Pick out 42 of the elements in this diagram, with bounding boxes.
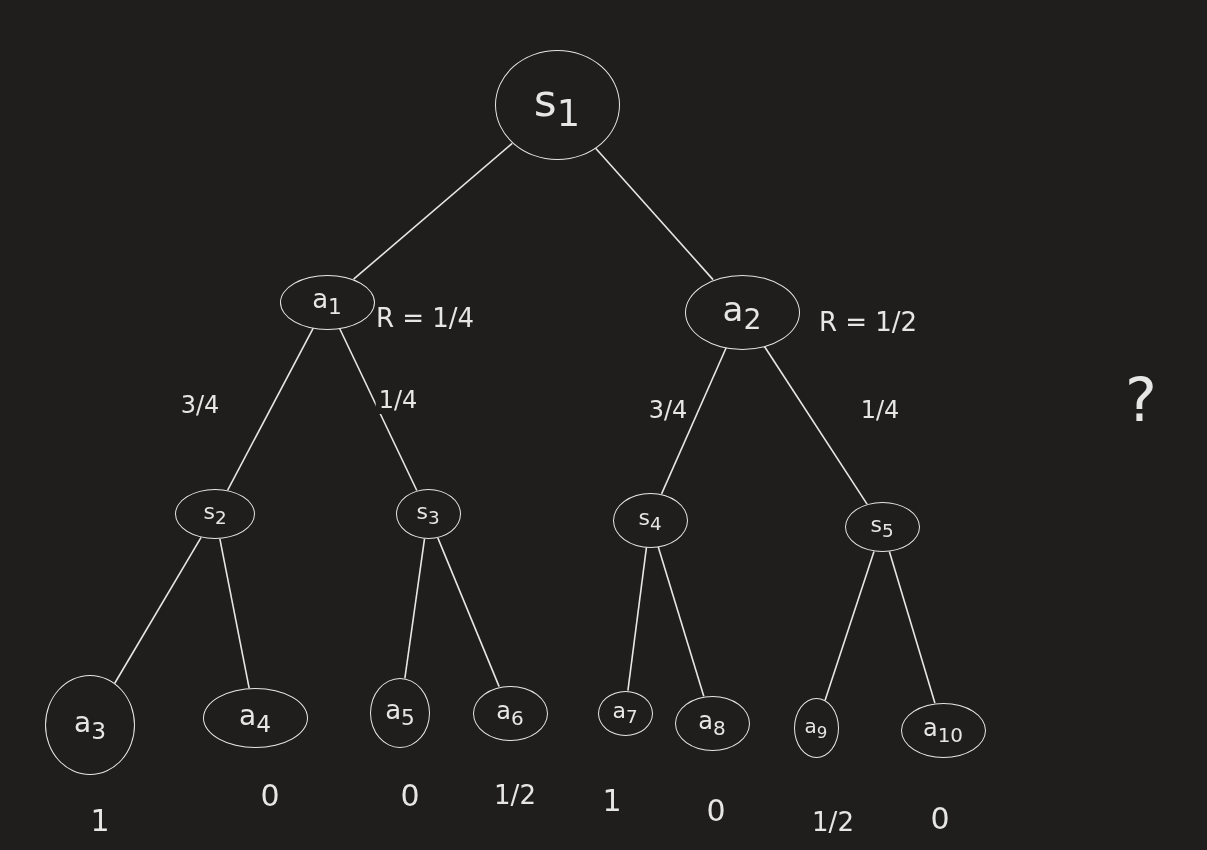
node-label: s$_{5}$ xyxy=(870,512,894,542)
reward-label: R = 1/2 xyxy=(818,307,918,337)
question-mark: ? xyxy=(1125,365,1157,435)
node-label: a$_{4}$ xyxy=(239,698,271,738)
connector-line xyxy=(888,550,936,704)
node-label: s$_{3}$ xyxy=(416,499,440,529)
value-label: 0 xyxy=(260,777,280,813)
value-label: 1 xyxy=(90,802,110,838)
node-label: s$_{4}$ xyxy=(638,505,662,535)
connector-line xyxy=(404,538,426,680)
value-label: 1/2 xyxy=(812,807,854,837)
node-label: a$_{9}$ xyxy=(804,714,828,742)
connector-line xyxy=(113,536,202,685)
reward-label: R = 1/4 xyxy=(375,303,475,333)
node-label: a$_{5}$ xyxy=(385,695,415,731)
value-label: 1 xyxy=(602,782,622,818)
connector-line xyxy=(657,546,705,697)
connector-line xyxy=(660,347,727,495)
node-label: s$_{2}$ xyxy=(203,499,227,529)
node-label: a$_{8}$ xyxy=(698,706,726,740)
connector-line xyxy=(219,538,250,689)
value-label: 1/2 xyxy=(494,780,536,810)
connector-line xyxy=(226,327,314,492)
node-label: a$_{3}$ xyxy=(74,705,106,745)
node-label: s$_{1}$ xyxy=(533,75,581,135)
node-ellipse xyxy=(279,274,375,330)
connector-line xyxy=(627,546,648,692)
value-label: 0 xyxy=(930,800,950,836)
node-label: a$_{1}$ xyxy=(312,284,342,320)
connector-line xyxy=(763,345,868,505)
connector-line xyxy=(352,142,513,281)
connector-line xyxy=(594,147,714,281)
node-label: a$_{10}$ xyxy=(922,713,964,747)
node-label: a$_{6}$ xyxy=(496,696,524,730)
node-label: a$_{2}$ xyxy=(722,288,762,336)
value-label: 0 xyxy=(706,792,726,828)
connector-line xyxy=(824,550,875,702)
connector-line xyxy=(338,327,418,492)
connector-line xyxy=(437,537,500,688)
node-label: a$_{7}$ xyxy=(612,698,638,728)
value-label: 0 xyxy=(400,777,420,813)
node-ellipse xyxy=(684,274,800,350)
